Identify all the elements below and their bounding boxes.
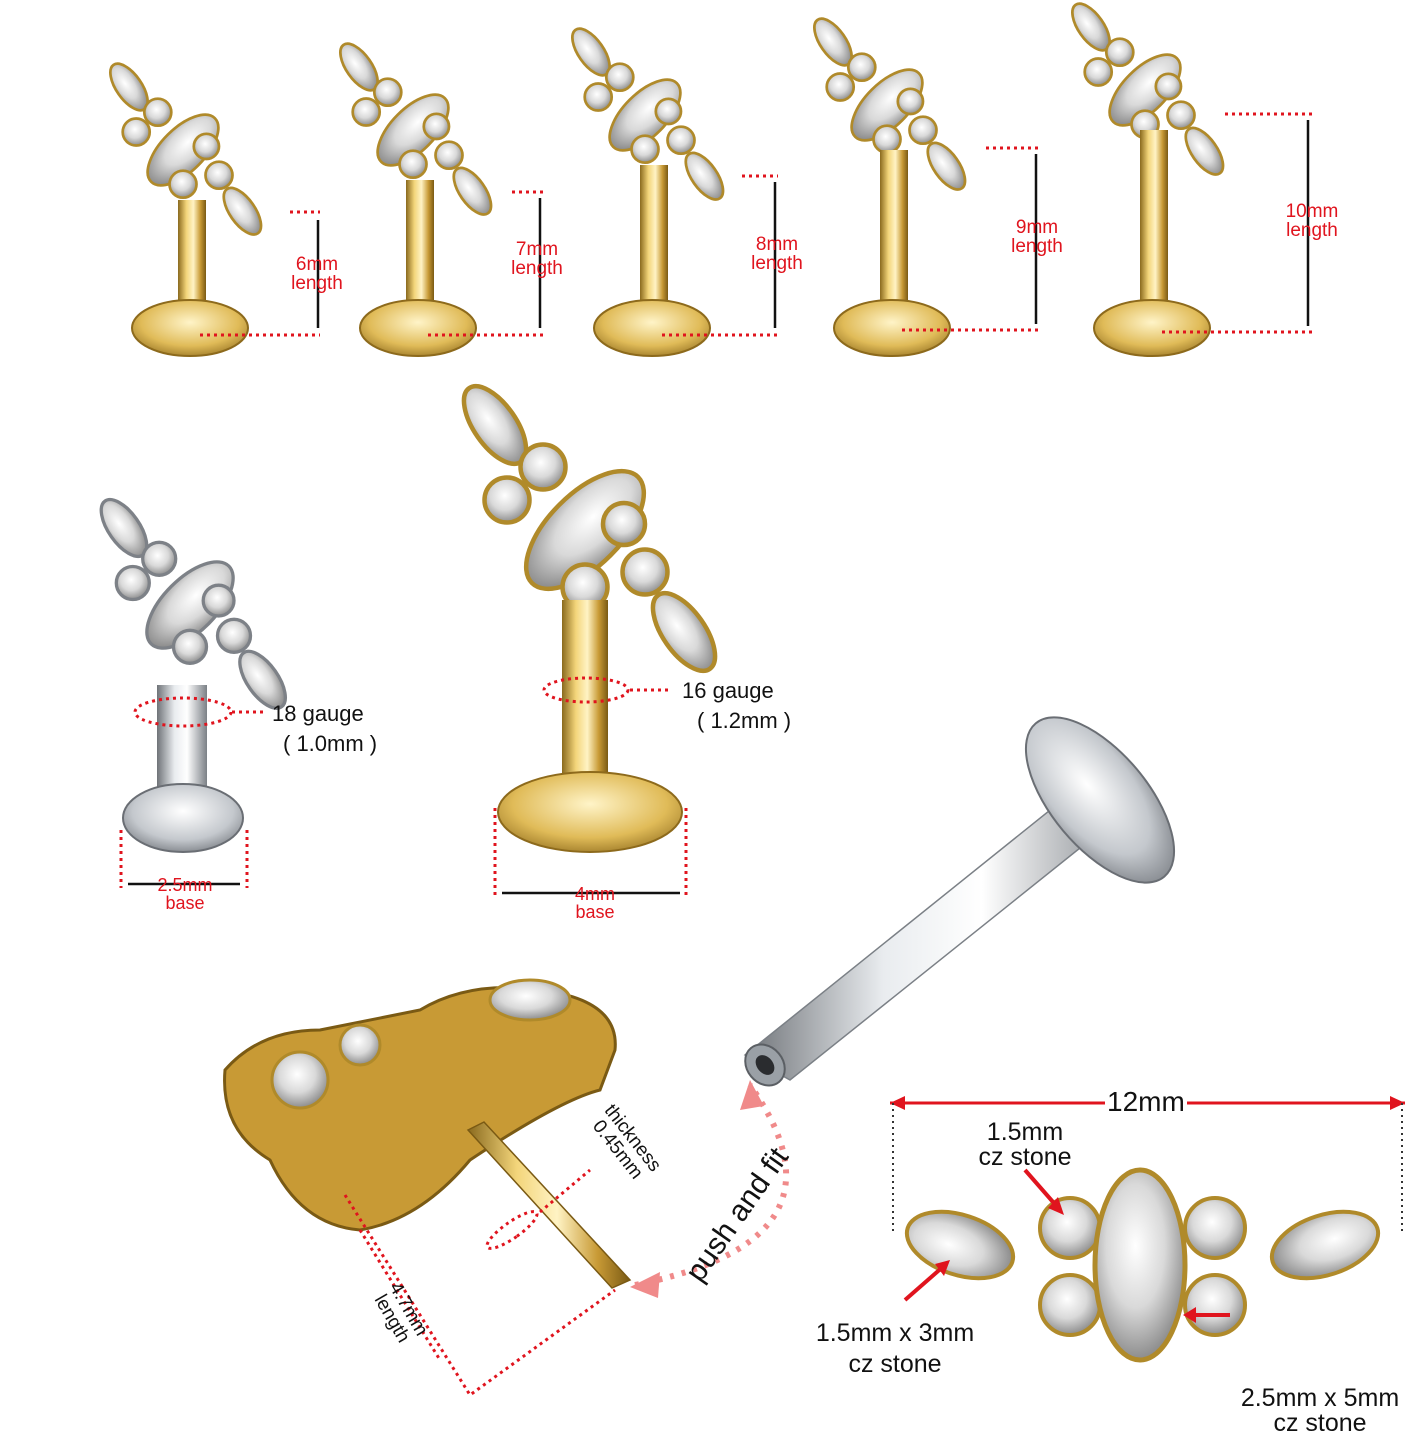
gold-labret-9mm xyxy=(805,15,1040,357)
silver-labret-18g xyxy=(92,492,294,888)
gauge-label-18: 18 gauge xyxy=(272,701,364,726)
gauge-label-16: 16 gauge xyxy=(682,678,774,703)
silver-post xyxy=(743,716,1176,1087)
stone-detail xyxy=(890,1096,1405,1363)
gold-top-with-pin xyxy=(223,978,632,1398)
gold-labret-10mm xyxy=(1063,0,1312,357)
gold-labret-6mm xyxy=(101,60,320,357)
gold-labret-16g xyxy=(452,376,727,895)
gold-labret-8mm xyxy=(563,25,778,357)
gauge-size-18: ( 1.0mm ) xyxy=(283,731,378,756)
gauge-size-16: ( 1.2mm ) xyxy=(697,708,792,733)
push-fit-arrow xyxy=(634,1083,790,1288)
stone-width-label: 12mm xyxy=(1105,1086,1187,1117)
gold-labret-7mm xyxy=(331,40,544,357)
